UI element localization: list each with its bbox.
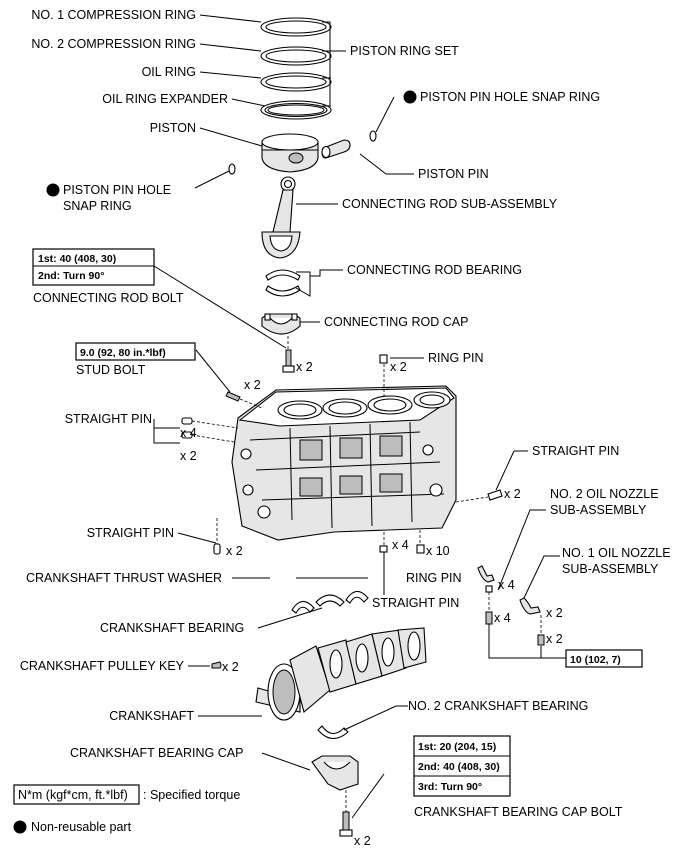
piston-pin-part xyxy=(321,139,351,159)
qty-con-rod-bolt: x 2 xyxy=(296,360,313,374)
label-crankshaft: CRANKSHAFT xyxy=(109,709,194,723)
cylinder-block-illustration xyxy=(231,385,457,541)
label-ring-pin-top: RING PIN xyxy=(428,351,484,365)
non-reusable-marker-icon xyxy=(46,183,60,197)
torque-con-rod-bolt-1: 1st: 40 (408, 30) xyxy=(38,253,116,265)
label-no2-crankshaft-bearing: NO. 2 CRANKSHAFT BEARING xyxy=(408,699,588,713)
label-straight-pin-right: STRAIGHT PIN xyxy=(532,444,619,458)
torque-cap-bolt-1: 1st: 20 (204, 15) xyxy=(418,741,496,753)
label-piston-pin-hole-snap-ring-right: PISTON PIN HOLE SNAP RING xyxy=(420,90,600,104)
legend-torque-box xyxy=(13,784,140,805)
qty-pulley-key: x 2 xyxy=(222,660,239,674)
label-piston-pin-hole-snap-ring-left-1: PISTON PIN HOLE xyxy=(63,183,171,197)
label-no2-oil-nozzle-1: NO. 2 OIL NOZZLE xyxy=(550,487,659,501)
qty-no1-nozzle: x 2 xyxy=(546,606,563,620)
label-no2-compression-ring: NO. 2 COMPRESSION RING xyxy=(31,37,196,51)
label-no1-oil-nozzle-2: SUB-ASSEMBLY xyxy=(562,562,659,576)
stud-bolt-part xyxy=(225,391,263,409)
ring-pin-top-part xyxy=(379,354,388,396)
torque-box-cap-bolt xyxy=(413,735,511,797)
label-no2-oil-nozzle-2: SUB-ASSEMBLY xyxy=(550,503,647,517)
label-piston: PISTON xyxy=(150,121,196,135)
torque-cap-bolt-3: 3rd: Turn 90° xyxy=(418,781,482,793)
label-stud-bolt: STUD BOLT xyxy=(76,363,146,377)
qty-straight-pin-bottom: x 4 xyxy=(392,538,409,552)
piston-pin-hole-snap-ring-right-part xyxy=(369,130,377,142)
straight-pin-bottom-part xyxy=(379,532,388,553)
torque-box-con-rod-bolt xyxy=(32,248,155,286)
no1-oil-nozzle-part xyxy=(519,597,545,646)
piston-pin-hole-snap-ring-left-part xyxy=(228,163,236,175)
torque-cap-bolt-2: 2nd: 40 (408, 30) xyxy=(418,761,500,773)
straight-pin-left-parts xyxy=(181,417,239,443)
torque-box-stud-bolt xyxy=(75,342,196,361)
qty-cap-bolt: x 2 xyxy=(354,834,371,848)
label-piston-pin-hole-snap-ring-left-2: SNAP RING xyxy=(63,199,132,213)
torque-stud-bolt: 9.0 (92, 80 in.*lbf) xyxy=(80,347,166,359)
qty-no2-nozzle: x 4 xyxy=(498,578,515,592)
torque-con-rod-bolt-2: 2nd: Turn 90° xyxy=(38,270,104,282)
label-connecting-rod-cap: CONNECTING ROD CAP xyxy=(324,315,468,329)
label-straight-pin-left: STRAIGHT PIN xyxy=(65,412,152,426)
label-crankshaft-bearing-cap: CRANKSHAFT BEARING CAP xyxy=(70,746,243,760)
label-oil-ring-expander: OIL RING EXPANDER xyxy=(102,92,228,106)
label-piston-ring-set: PISTON RING SET xyxy=(350,44,459,58)
crankshaft-pulley-key-part xyxy=(211,661,222,669)
label-crankshaft-pulley-key: CRANKSHAFT PULLEY KEY xyxy=(20,659,185,673)
torque-oil-nozzle: 10 (102, 7) xyxy=(570,654,621,666)
label-straight-pin-bottom: STRAIGHT PIN xyxy=(372,596,459,610)
torque-box-oil-nozzle xyxy=(565,649,643,668)
crankshaft-bearing-illustration xyxy=(315,594,345,607)
connecting-rod-bolt-part xyxy=(282,336,295,373)
connecting-rod-illustration xyxy=(261,176,301,259)
non-reusable-marker-icon xyxy=(13,820,27,834)
label-ring-pin-bottom: RING PIN xyxy=(406,571,462,585)
qty-straight-pin-right: x 2 xyxy=(504,487,521,501)
legend-torque-unit: N*m (kgf*cm, ft.*lbf) xyxy=(18,788,128,802)
label-connecting-rod-bolt: CONNECTING ROD BOLT xyxy=(33,291,184,305)
qty-stud-bolt: x 2 xyxy=(244,378,261,392)
qty-ring-pin-bottom: x 10 xyxy=(426,544,450,558)
crankshaft-bearing-cap-bolt-part xyxy=(339,790,353,837)
no2-crankshaft-bearing-illustration xyxy=(317,725,349,740)
label-no1-oil-nozzle-1: NO. 1 OIL NOZZLE xyxy=(562,546,671,560)
straight-pin-right-part xyxy=(455,489,503,503)
connecting-rod-bearing-illustration xyxy=(265,269,301,297)
qty-straight-pin-bottom-left: x 2 xyxy=(226,544,243,558)
qty-ring-pin-top: x 2 xyxy=(390,360,407,374)
label-connecting-rod-bearing: CONNECTING ROD BEARING xyxy=(347,263,522,277)
label-crankshaft-bearing: CRANKSHAFT BEARING xyxy=(100,621,244,635)
no2-oil-nozzle-part xyxy=(477,565,495,625)
ring-pin-bottom-part xyxy=(416,530,425,554)
crankshaft-illustration xyxy=(255,627,427,721)
connecting-rod-cap-illustration xyxy=(261,313,301,335)
legend-non-reusable: Non-reusable part xyxy=(31,820,132,834)
piston-rings-illustration xyxy=(260,17,332,120)
legend-torque-desc: : Specified torque xyxy=(143,788,240,802)
qty-straight-pin-x4: x 4 xyxy=(180,426,197,440)
label-no1-compression-ring: NO. 1 COMPRESSION RING xyxy=(31,8,196,22)
label-straight-pin-bottom-left: STRAIGHT PIN xyxy=(87,526,174,540)
crankshaft-bearing-cap-illustration xyxy=(311,755,359,791)
label-oil-ring: OIL RING xyxy=(142,65,196,79)
qty-no1-nozzle-bolt: x 2 xyxy=(546,632,563,646)
label-piston-pin: PISTON PIN xyxy=(418,167,489,181)
straight-pin-bottom-left-part xyxy=(213,518,221,555)
piston-illustration xyxy=(261,133,319,173)
label-crankshaft-bearing-cap-bolt: CRANKSHAFT BEARING CAP BOLT xyxy=(414,805,623,819)
leader-lines xyxy=(153,14,566,819)
qty-no2-nozzle-bolt: x 4 xyxy=(494,611,511,625)
label-crankshaft-thrust-washer: CRANKSHAFT THRUST WASHER xyxy=(26,571,222,585)
non-reusable-marker-icon xyxy=(403,90,417,104)
label-connecting-rod-sub-assembly: CONNECTING ROD SUB-ASSEMBLY xyxy=(342,197,558,211)
qty-straight-pin-x2: x 2 xyxy=(180,449,197,463)
